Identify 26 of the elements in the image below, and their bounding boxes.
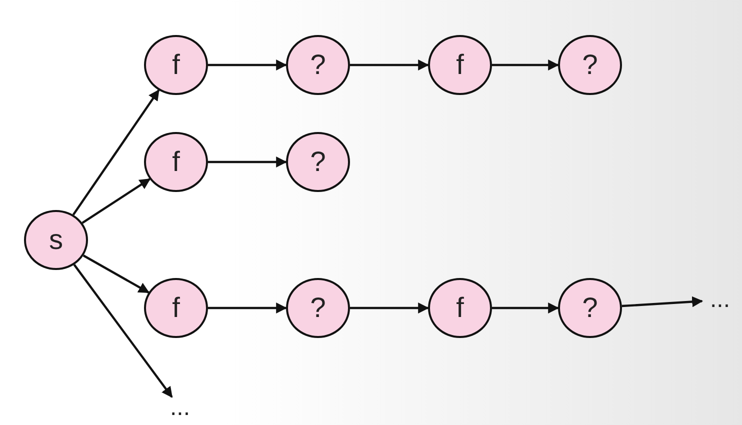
arrow [492, 302, 560, 314]
ellipsis-text: ... [170, 396, 190, 420]
node-label: ? [310, 148, 326, 176]
node-label: ? [310, 51, 326, 79]
arrow [492, 60, 560, 70]
arrow [208, 302, 288, 314]
node-label: ? [582, 294, 598, 322]
arrow [208, 60, 288, 70]
arrow [350, 60, 430, 70]
node-label: f [456, 294, 464, 322]
node-label: f [456, 51, 464, 79]
circle-node [24, 210, 88, 270]
node-label: ? [582, 51, 598, 79]
arrow [350, 302, 430, 314]
arrow [208, 156, 288, 168]
arrow [73, 264, 173, 398]
node-label: s [49, 226, 63, 254]
arrow [622, 296, 704, 308]
arrow [82, 254, 150, 294]
node-label: f [172, 148, 180, 176]
node-label: f [172, 294, 180, 322]
node-label: ? [310, 294, 326, 322]
ellipsis-text: ... [710, 288, 730, 312]
arrow [82, 178, 151, 224]
node-label: f [172, 51, 180, 79]
arrow [72, 89, 160, 216]
